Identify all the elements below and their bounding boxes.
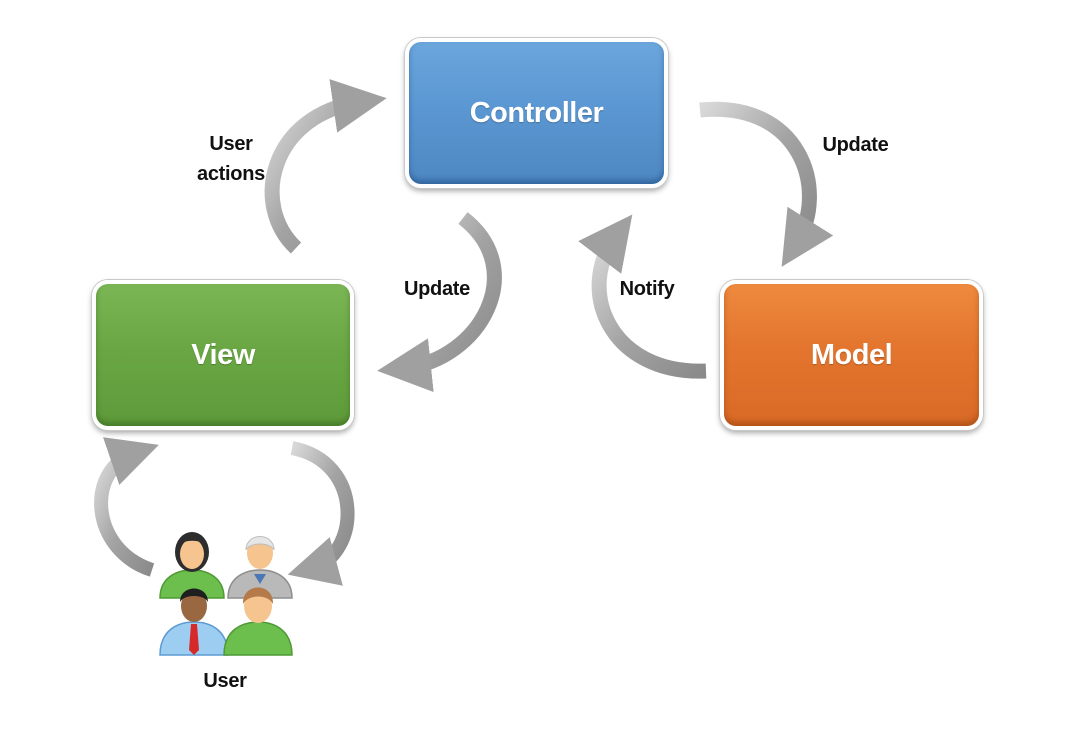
arrow-update-model	[699, 101, 834, 267]
user-group-icon	[159, 532, 293, 656]
view-box: View	[92, 280, 354, 430]
model-box: Model	[720, 280, 983, 430]
arrow-update-view	[377, 212, 502, 392]
model-label: Model	[810, 338, 893, 371]
arrow-user-to-view	[94, 437, 159, 577]
view-label: View	[191, 338, 255, 371]
controller-box: Controller	[405, 38, 668, 188]
user-actions-line2: actions	[197, 163, 265, 185]
user-elder-icon	[227, 536, 293, 599]
user-label: User	[203, 670, 247, 692]
controller-label: Controller	[469, 96, 604, 129]
user-woman-icon	[159, 532, 225, 599]
user-actions-label: User actions	[172, 129, 290, 189]
notify-label: Notify	[619, 278, 675, 300]
arrow-user-actions	[264, 79, 387, 254]
user-man-green-icon	[223, 587, 293, 656]
arrow-notify	[578, 214, 707, 379]
arrow-view-to-user	[287, 441, 355, 586]
update-model-label: Update	[822, 134, 889, 156]
update-view-label: Update	[404, 278, 470, 300]
user-actions-line1: User	[209, 133, 253, 155]
